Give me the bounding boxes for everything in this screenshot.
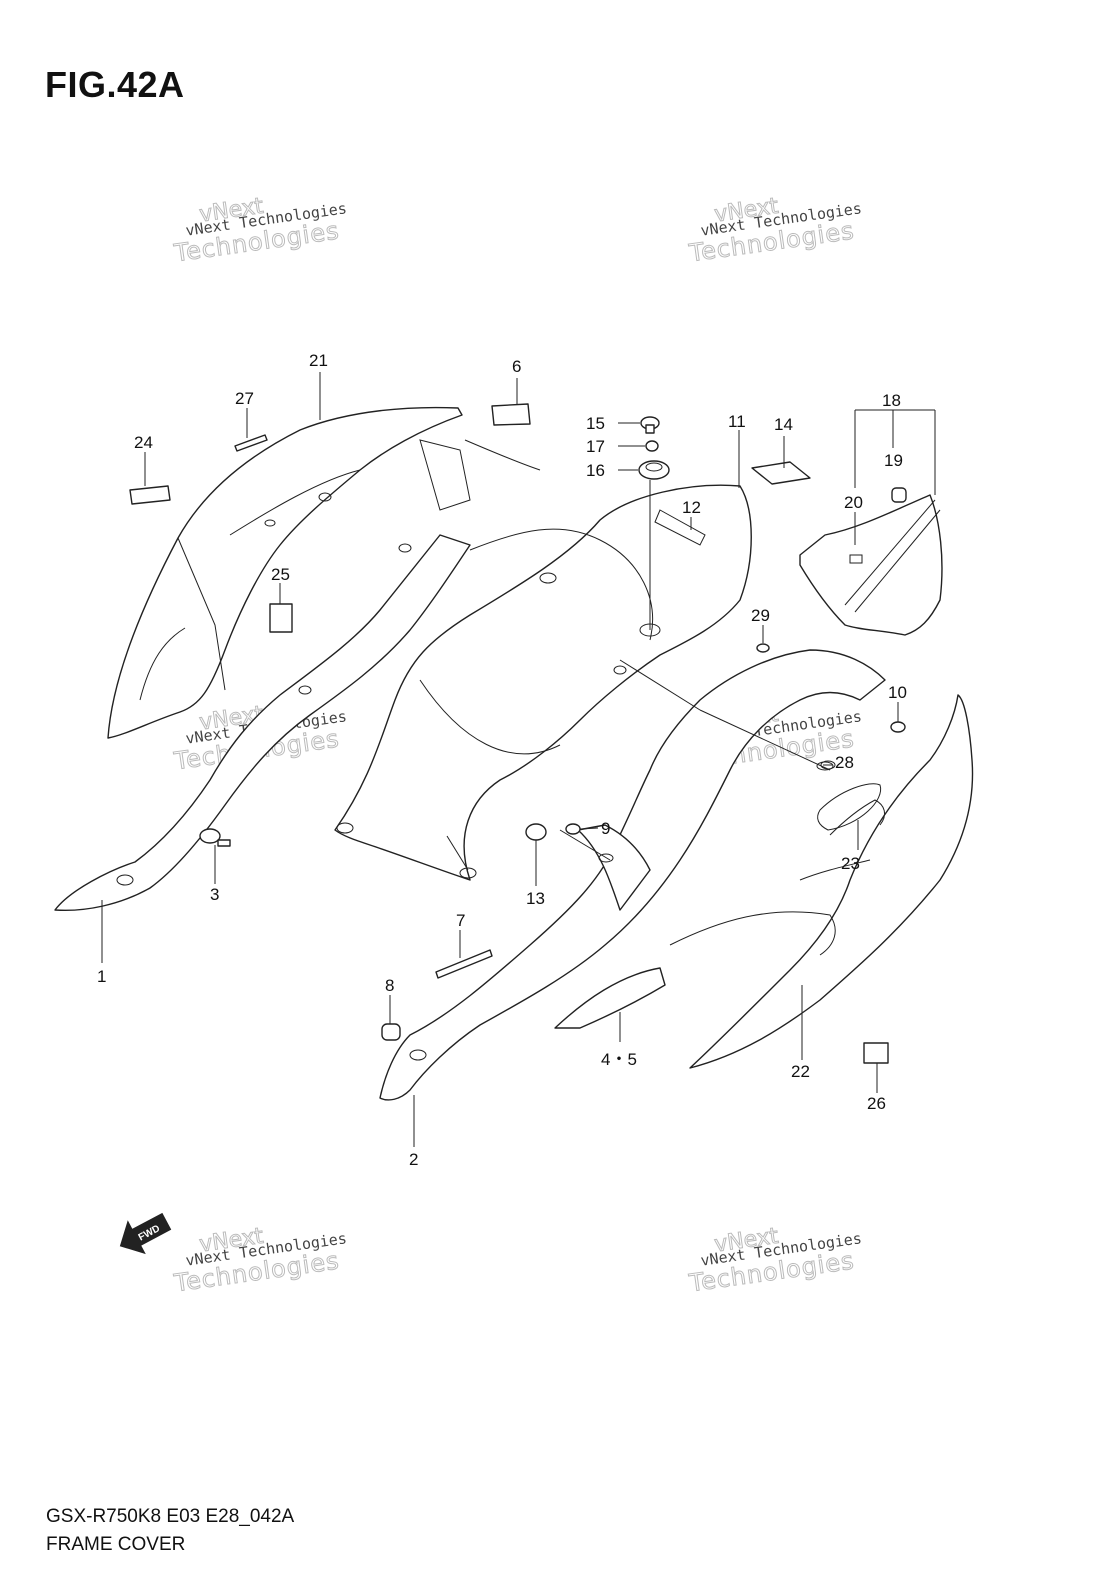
callout-10: 10 — [888, 683, 907, 702]
part-29-screw — [756, 643, 770, 653]
callout-7: 7 — [456, 911, 465, 930]
callout-26: 26 — [867, 1094, 886, 1113]
part-25-cushion — [269, 603, 293, 633]
part-17-washer — [645, 440, 659, 452]
part-21-seat-cowl-left — [107, 406, 463, 739]
callout-29: 29 — [751, 606, 770, 625]
leader-lines — [101, 372, 936, 1147]
callout-20: 20 — [844, 493, 863, 512]
callout-22: 22 — [791, 1062, 810, 1081]
callout-14: 14 — [774, 415, 793, 434]
part-4-5-pad — [554, 967, 666, 1029]
callout-9: 9 — [601, 819, 610, 838]
callout-19: 19 — [884, 451, 903, 470]
part-27-tape — [234, 434, 268, 452]
callout-23: 23 — [841, 854, 860, 873]
part-20-bracket — [799, 494, 943, 636]
callout-8: 8 — [385, 976, 394, 995]
part-22-side-cover-right — [669, 694, 974, 1069]
callout-1: 1 — [97, 967, 106, 986]
part-13-grommet — [525, 823, 547, 841]
callout-24: 24 — [134, 433, 153, 452]
part-2-frame-cover-right — [379, 649, 886, 1101]
part-15-bolt — [640, 416, 660, 434]
part-23-emblem — [817, 783, 882, 831]
callout-28: 28 — [835, 753, 854, 772]
callout-25: 25 — [271, 565, 290, 584]
part-8-grommet — [381, 1023, 401, 1041]
callout-15: 15 — [586, 414, 605, 433]
part-16-grommet — [638, 460, 670, 480]
callout-27: 27 — [235, 389, 254, 408]
fwd-arrow-icon: FWD — [119, 1212, 172, 1255]
model-code: GSX-R750K8 E03 E28_042A — [46, 1506, 295, 1527]
callout-4-5: 4・5 — [601, 1050, 637, 1069]
part-6-label — [491, 403, 531, 426]
callout-2: 2 — [409, 1150, 418, 1169]
part-28-emblem — [816, 761, 834, 771]
callout-17: 17 — [586, 437, 605, 456]
callout-18: 18 — [882, 391, 901, 410]
callout-11: 11 — [728, 412, 746, 431]
callout-21: 21 — [309, 351, 328, 370]
part-3-grommet — [199, 828, 231, 847]
part-24-cushion — [129, 485, 171, 505]
callout-16: 16 — [586, 461, 605, 480]
section-name: FRAME COVER — [46, 1534, 186, 1555]
part-26-cushion — [863, 1042, 889, 1064]
part-7-tape — [435, 949, 493, 979]
part-14-label — [751, 461, 811, 485]
callout-6: 6 — [512, 357, 521, 376]
callout-13: 13 — [526, 889, 545, 908]
figure-title: FIG.42A — [45, 64, 185, 105]
part-9-screw — [565, 823, 581, 835]
part-10-screw — [890, 721, 906, 733]
callout-3: 3 — [210, 885, 219, 904]
callout-labels: 1 2 3 4・5 6 7 8 9 10 11 12 13 14 15 16 1… — [97, 351, 907, 1169]
part-19-nut — [891, 487, 907, 503]
callout-12: 12 — [682, 498, 701, 517]
part-11-rear-frame-cover-center — [334, 439, 752, 881]
